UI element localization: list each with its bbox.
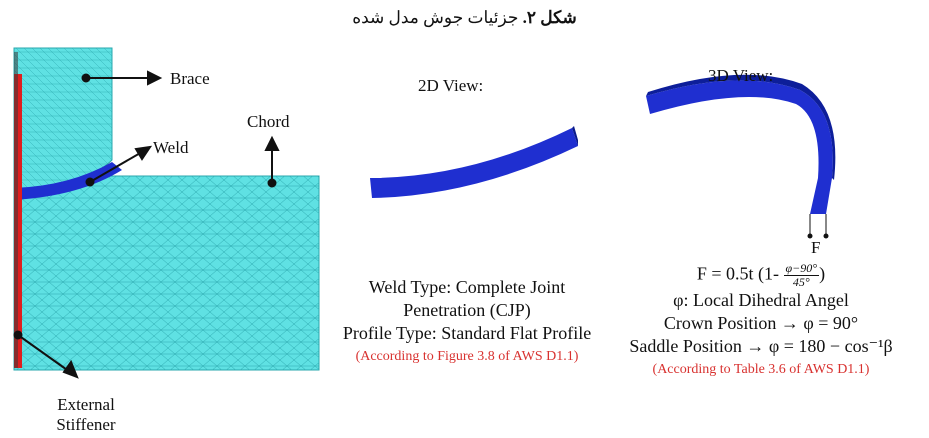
brace-label: Brace [170,69,210,88]
external-stiffener-line1: External [57,395,115,414]
view-2d-reference: (According to Figure 3.8 of AWS D1.1) [355,349,579,364]
saddle-position: Saddle Position → φ = 180 − cos⁻¹β [629,336,893,356]
view-2d-description: Weld Type: Complete Joint Penetration (C… [336,276,598,368]
formula-prefix: F = 0.5t (1- [696,263,780,284]
caption-number: شکل ۲. [522,8,577,27]
weld-label: Weld [153,138,189,157]
figure-caption: شکل ۲. جزئیات جوش مدل شده [0,8,929,28]
weld-2d-profile [370,126,578,198]
view-3d-reference: (According to Table 3.6 of AWS D1.1) [652,362,870,377]
formula-denominator: 45° [792,275,810,289]
formula-numerator: φ−90° [783,261,820,276]
formula-fraction: φ−90° 45° [783,261,820,289]
caption-text: جزئیات جوش مدل شده [352,8,523,27]
point-f-label: F [811,238,821,257]
weld-3d-profile [646,74,836,239]
profile-type: Profile Type: Standard Flat Profile [342,323,592,343]
weld-type: Weld Type: Complete Joint Penetration (C… [368,277,566,320]
chord-label: Chord [247,112,290,131]
crown-position: Crown Position → φ = 90° [663,313,859,333]
phi-definition: φ: Local Dihedral Angel [673,290,849,310]
formula-suffix: ) [819,263,826,284]
view-3d-description: F = 0.5t (1- φ−90° 45° ) φ: Local Dihedr… [596,262,926,381]
view-3d-title: 3D View: [708,66,774,85]
chord-mesh [13,175,320,371]
formula: F = 0.5t (1- φ−90° 45° ) [596,262,926,289]
view-2d-title: 2D View: [418,76,484,95]
external-stiffener-label: External Stiffener [46,395,126,435]
external-stiffener-line2: Stiffener [56,415,116,434]
weld-bead [14,162,122,200]
